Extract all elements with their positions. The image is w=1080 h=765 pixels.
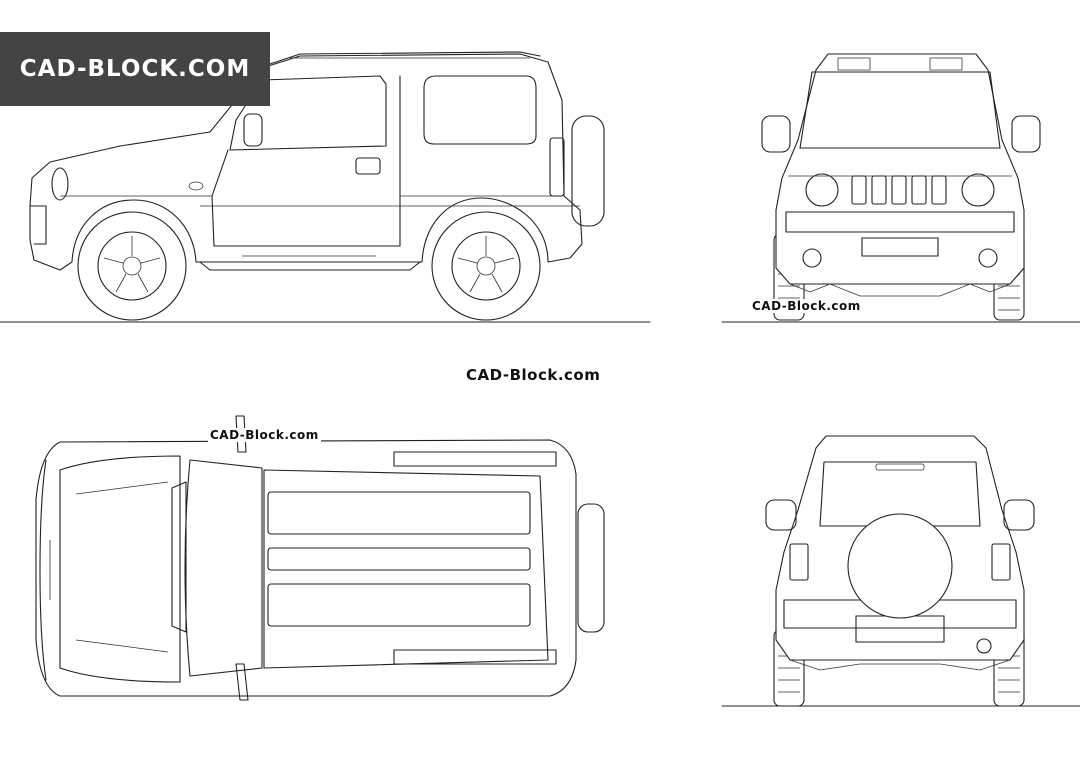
side-rear-wheel [431, 211, 541, 321]
front-right-fog-light [978, 248, 998, 268]
top-view [35, 415, 605, 701]
side-view [0, 51, 651, 323]
front-license-plate [861, 237, 939, 257]
side-roof-rail [269, 51, 541, 65]
side-mirror [243, 113, 263, 147]
rear-view [721, 435, 1080, 707]
front-left-fog-light [802, 248, 822, 268]
front-body-outline [775, 53, 1025, 285]
top-hood-creases [75, 481, 169, 653]
watermark-top-view: CAD-Block.com [208, 428, 321, 442]
top-roof [263, 469, 549, 669]
front-left-mirror [761, 115, 791, 153]
watermark-center: CAD-Block.com [466, 366, 601, 384]
rear-underbody [789, 659, 1011, 671]
side-step [199, 261, 421, 271]
front-view [721, 53, 1080, 323]
front-grille [851, 175, 947, 205]
front-right-mirror [1011, 115, 1041, 153]
top-left-roof-rail [393, 451, 557, 467]
rear-exhaust [976, 638, 992, 654]
side-door-handle [355, 157, 381, 175]
top-right-mirror [235, 663, 249, 701]
front-right-headlight [961, 173, 995, 207]
side-spare-tire [571, 115, 605, 227]
brand-banner-text: CAD-BLOCK.COM [19, 56, 251, 82]
rear-right-tail-light [991, 543, 1011, 581]
rear-spare-tire [847, 513, 953, 619]
top-front-bumper [39, 459, 47, 681]
top-right-roof-rail [393, 649, 557, 665]
top-spare-tire [577, 503, 605, 633]
rear-left-tail-light [789, 543, 809, 581]
rear-window [819, 461, 981, 527]
rear-left-mirror [765, 499, 797, 531]
rear-right-mirror [1003, 499, 1035, 531]
side-rear-window [423, 75, 537, 145]
front-windshield [799, 71, 1001, 149]
top-hood [59, 455, 181, 683]
front-roof-rails [837, 57, 963, 71]
brand-banner: CAD-BLOCK.COM [0, 32, 270, 106]
side-door-outline [211, 75, 401, 247]
front-bumper [785, 211, 1015, 233]
side-headlight [51, 167, 69, 201]
side-indicator [188, 181, 204, 191]
side-bumper [29, 205, 47, 245]
front-underbody [789, 283, 1011, 297]
side-tail-light [549, 137, 565, 197]
top-windshield [184, 459, 263, 677]
side-body-outline [29, 53, 583, 271]
top-body-outline [35, 439, 577, 697]
top-cowl-vent [171, 481, 187, 633]
rear-brake-light [875, 463, 925, 471]
front-left-headlight [805, 173, 839, 207]
watermark-front-view: CAD-Block.com [750, 299, 863, 313]
side-front-wheel [77, 211, 187, 321]
